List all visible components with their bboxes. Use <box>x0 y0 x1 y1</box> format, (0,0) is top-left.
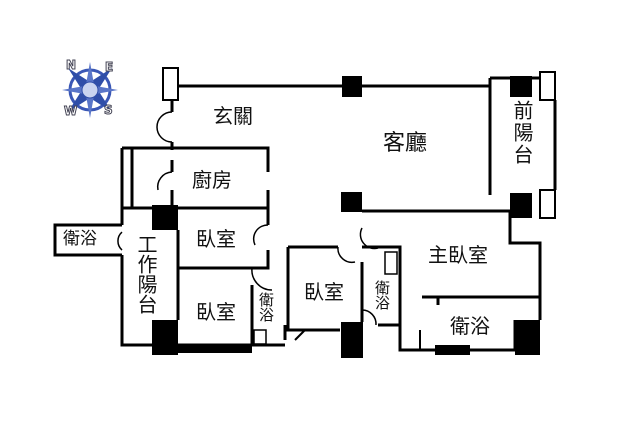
compass-south: S <box>104 103 114 118</box>
room-kitchen: 廚房 <box>192 168 232 192</box>
walls <box>53 76 557 352</box>
room-front-balcony: 前陽台 <box>510 100 534 166</box>
room-master-bedroom: 主臥室 <box>428 243 488 267</box>
room-bath-small: 衛浴 <box>257 292 275 322</box>
room-bedroom-2: 臥室 <box>196 300 236 324</box>
room-bedroom-3: 臥室 <box>304 280 344 304</box>
compass-north: N <box>65 58 77 73</box>
room-bedroom-1: 臥室 <box>196 227 236 251</box>
room-bath-left: 衛浴 <box>63 229 97 249</box>
room-bath-middle: 衛浴 <box>373 280 391 310</box>
columns <box>152 76 540 358</box>
room-bath-master: 衛浴 <box>450 314 490 338</box>
compass-east: E <box>104 60 114 75</box>
compass-west: W <box>63 104 78 119</box>
room-entrance: 玄關 <box>213 104 253 128</box>
exterior-posts <box>162 67 556 219</box>
room-work-balcony: 工作陽台 <box>134 234 158 314</box>
compass-icon <box>62 62 118 118</box>
room-living: 客廳 <box>383 131 428 156</box>
